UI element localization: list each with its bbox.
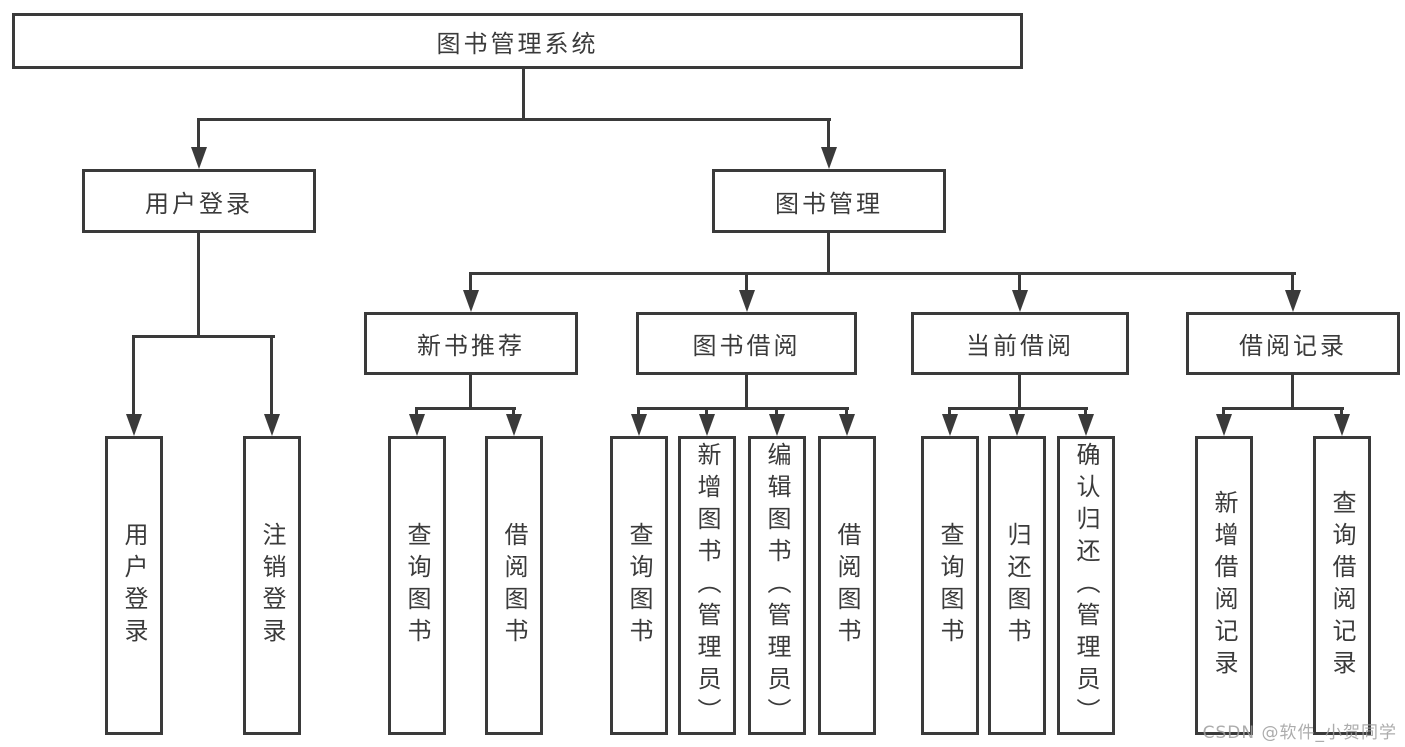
- leaf-edit-book-admin-label: 编辑图书（管理员）: [763, 441, 791, 730]
- node-user-login-label: 用户登录: [145, 189, 253, 218]
- connector-user-login-stem: [197, 233, 200, 335]
- arrow-to-leaf-return-books: [1015, 407, 1018, 414]
- node-root: 图书管理系统: [12, 13, 1023, 69]
- leaf-edit-book-admin: 编辑图书（管理员）: [748, 436, 806, 735]
- leaf-query-books-current: 查询图书: [921, 436, 979, 735]
- node-book-borrow-label: 图书借阅: [692, 332, 801, 360]
- leaf-logout-label: 注销登录: [258, 521, 286, 650]
- leaf-query-books-current-label: 查询图书: [936, 521, 964, 650]
- arrow-to-leaf-add-book: [705, 407, 708, 414]
- arrow-to-leaf-query-books-recommend: [415, 407, 418, 414]
- node-new-book-recommend: 新书推荐: [364, 312, 578, 375]
- leaf-borrow-books-recommend: 借阅图书: [485, 436, 543, 735]
- arrow-to-leaf-confirm-return: [1084, 407, 1087, 414]
- leaf-logout: 注销登录: [243, 436, 301, 735]
- leaf-add-book-admin: 新增图书（管理员）: [678, 436, 736, 735]
- connector-book-management-branch: [469, 272, 1296, 275]
- connector-current-borrow-stem: [1018, 375, 1021, 407]
- arrow-to-leaf-query-borrow-record: [1340, 407, 1343, 414]
- node-new-book-recommend-label: 新书推荐: [417, 332, 525, 360]
- connector-user-login-branch: [132, 335, 275, 338]
- connector-current-borrow-branch: [948, 407, 1088, 410]
- leaf-query-borrow-record: 查询借阅记录: [1313, 436, 1371, 735]
- leaf-return-books: 归还图书: [988, 436, 1046, 735]
- leaf-borrow-books-recommend-label: 借阅图书: [500, 521, 528, 650]
- arrow-to-leaf-query-books-borrow: [637, 407, 640, 414]
- node-book-management: 图书管理: [712, 169, 946, 233]
- arrow-to-leaf-user-login: [132, 335, 135, 414]
- connector-book-borrow-branch: [637, 407, 849, 410]
- leaf-return-books-label: 归还图书: [1003, 521, 1031, 650]
- node-book-management-label: 图书管理: [775, 189, 883, 218]
- leaf-user-login-label: 用户登录: [120, 521, 148, 650]
- arrow-to-book-borrow: [745, 272, 748, 290]
- connector-borrow-records-stem: [1291, 375, 1294, 407]
- arrow-to-borrow-records: [1291, 272, 1294, 290]
- leaf-query-books-recommend: 查询图书: [388, 436, 446, 735]
- connector-root-stem: [522, 68, 525, 118]
- arrow-to-leaf-add-borrow-record: [1222, 407, 1225, 414]
- arrow-to-leaf-edit-book: [775, 407, 778, 414]
- connector-new-book-branch: [415, 407, 516, 410]
- connector-book-management-stem: [827, 233, 830, 272]
- arrow-to-leaf-borrow-books-recommend: [512, 407, 515, 414]
- leaf-user-login: 用户登录: [105, 436, 163, 735]
- leaf-add-book-admin-label: 新增图书（管理员）: [693, 441, 721, 730]
- leaf-confirm-return-admin: 确认归还（管理员）: [1057, 436, 1115, 735]
- arrow-to-new-book-recommend: [469, 272, 472, 290]
- node-user-login: 用户登录: [82, 169, 316, 233]
- leaf-query-books-borrow: 查询图书: [610, 436, 668, 735]
- arrow-to-book-management: [827, 118, 830, 147]
- connector-borrow-records-branch: [1222, 407, 1344, 410]
- leaf-borrow-books-label: 借阅图书: [833, 521, 861, 650]
- leaf-query-books-recommend-label: 查询图书: [403, 521, 431, 650]
- node-borrow-records-label: 借阅记录: [1239, 332, 1347, 360]
- connector-book-borrow-stem: [745, 375, 748, 407]
- arrow-to-current-borrow: [1018, 272, 1021, 290]
- leaf-add-borrow-record-label: 新增借阅记录: [1210, 489, 1238, 682]
- node-current-borrow-label: 当前借阅: [966, 332, 1074, 360]
- arrow-to-user-login: [197, 118, 200, 147]
- arrow-to-leaf-query-books-current: [948, 407, 951, 414]
- leaf-borrow-books: 借阅图书: [818, 436, 876, 735]
- leaf-query-borrow-record-label: 查询借阅记录: [1328, 489, 1356, 682]
- node-book-borrow: 图书借阅: [636, 312, 857, 375]
- arrow-to-leaf-borrow-books: [845, 407, 848, 414]
- node-root-label: 图书管理系统: [436, 29, 599, 58]
- leaf-add-borrow-record: 新增借阅记录: [1195, 436, 1253, 735]
- leaf-confirm-return-admin-label: 确认归还（管理员）: [1072, 441, 1100, 730]
- arrow-to-leaf-logout: [270, 335, 273, 414]
- leaf-query-books-borrow-label: 查询图书: [625, 521, 653, 650]
- csdn-watermark: CSDN @软件_小贺同学: [1202, 723, 1397, 743]
- connector-root-branch: [197, 118, 831, 121]
- connector-new-book-stem: [469, 375, 472, 407]
- node-current-borrow: 当前借阅: [911, 312, 1129, 375]
- node-borrow-records: 借阅记录: [1186, 312, 1400, 375]
